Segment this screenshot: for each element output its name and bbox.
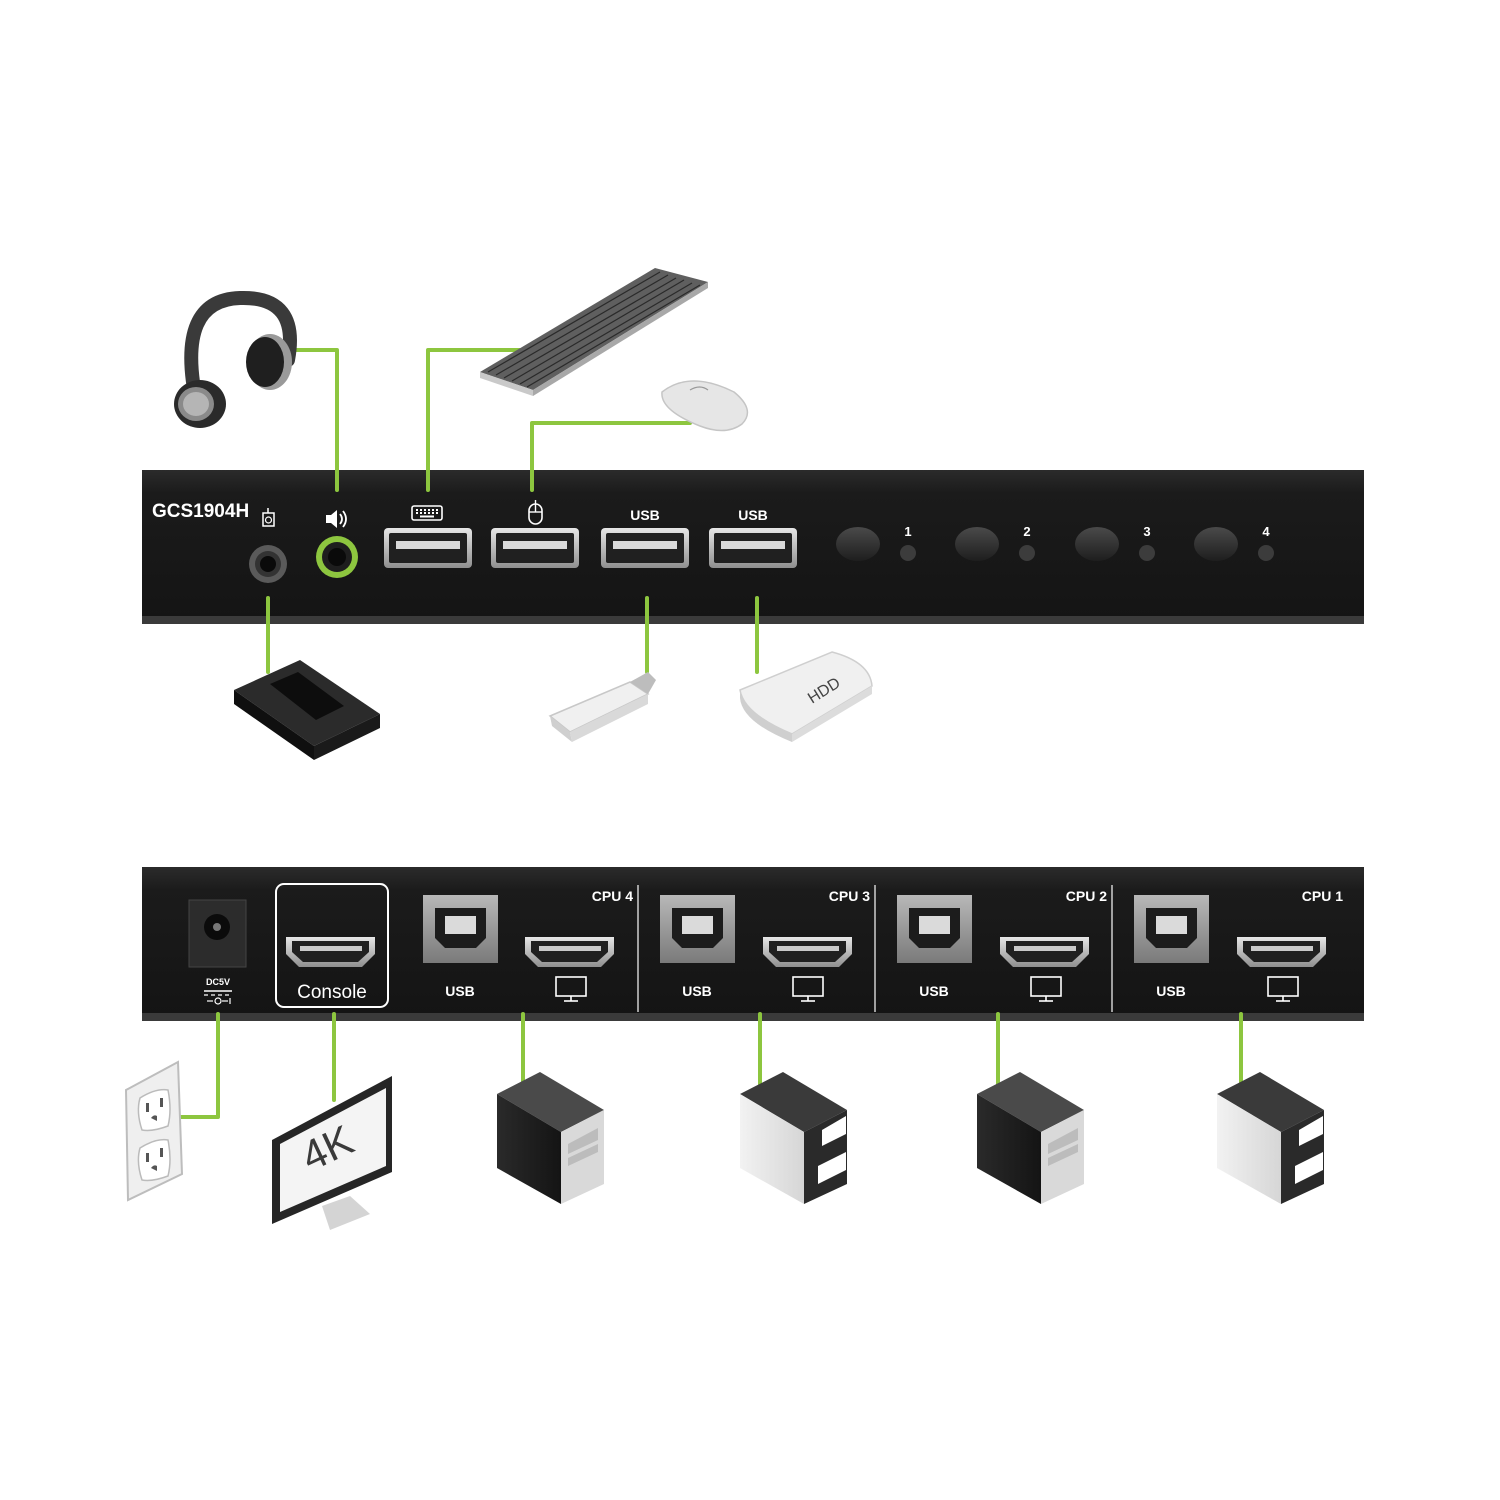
usb-b-port[interactable]	[423, 895, 498, 963]
usb-port-keyboard[interactable]	[384, 528, 472, 568]
speaker-jack[interactable]	[316, 536, 358, 578]
port-led-2	[1019, 545, 1035, 561]
port-button-1[interactable]	[836, 527, 880, 561]
computer-tower-cpu1	[1217, 1072, 1324, 1204]
port-button-3[interactable]	[1075, 527, 1119, 561]
mouse-device-icon	[661, 380, 749, 432]
hdmi-port[interactable]	[525, 937, 614, 967]
cable-mouse	[530, 421, 692, 492]
usb-port-3[interactable]	[601, 528, 689, 568]
hdmi-port[interactable]	[1237, 937, 1326, 967]
usb-label: USB	[1156, 983, 1186, 999]
port-button-2[interactable]	[955, 527, 999, 561]
console-label: Console	[297, 982, 367, 1003]
cable-headphone	[288, 348, 339, 492]
usb-label: USB	[919, 983, 949, 999]
usb-label-3: USB	[630, 507, 660, 523]
computer-tower-cpu2	[977, 1072, 1084, 1204]
hdd-icon: HDD	[739, 651, 873, 742]
cpu-title: CPU 1	[1302, 888, 1343, 904]
usb-port-mouse[interactable]	[491, 528, 579, 568]
cpu-section-4: CPU 4 USB	[423, 888, 633, 1002]
port-led-1	[900, 545, 916, 561]
cpu-section-2: CPU 2 USB	[897, 888, 1107, 1002]
hdmi-port[interactable]	[1000, 937, 1089, 967]
cable-power	[170, 1012, 220, 1119]
front-panel: GCS1904H	[142, 470, 1364, 624]
microphone-icon	[262, 508, 275, 527]
hdmi-port[interactable]	[763, 937, 852, 967]
power-outlet-icon	[124, 1060, 184, 1202]
model-label: GCS1904H	[152, 501, 249, 522]
port-number-4: 4	[1262, 524, 1270, 539]
polarity-icon	[204, 990, 232, 1005]
cpu-section-1: CPU 1 USB	[1134, 888, 1343, 1002]
keyboard-device-icon	[480, 268, 708, 396]
power-jack[interactable]	[188, 899, 247, 968]
microphone-jack[interactable]	[249, 545, 287, 583]
usb-port-4[interactable]	[709, 528, 797, 568]
monitor-icon	[792, 976, 824, 1002]
monitor-icon	[555, 976, 587, 1002]
mouse-icon	[528, 500, 543, 525]
console-section	[275, 883, 389, 1008]
cpu-title: CPU 2	[1066, 888, 1107, 904]
keyboard-icon	[411, 505, 443, 521]
usb-label-4: USB	[738, 507, 768, 523]
usb-b-port[interactable]	[660, 895, 735, 963]
microphone-device-icon	[234, 660, 380, 760]
usb-label: USB	[682, 983, 712, 999]
usb-b-port[interactable]	[1134, 895, 1209, 963]
cable-keyboard	[426, 348, 522, 492]
usb-b-port[interactable]	[897, 895, 972, 963]
port-number-2: 2	[1023, 524, 1030, 539]
computer-tower-cpu4	[497, 1072, 604, 1204]
monitor-icon	[1030, 976, 1062, 1002]
console-hdmi-port[interactable]	[286, 937, 375, 967]
computer-tower-cpu3	[740, 1072, 847, 1204]
monitor-4k-icon: 4K	[272, 1076, 392, 1230]
usb-drive-icon	[548, 672, 656, 742]
cpu-title: CPU 3	[829, 888, 870, 904]
cpu-section-3: CPU 3 USB	[660, 888, 870, 1002]
port-led-4	[1258, 545, 1274, 561]
port-number-1: 1	[904, 524, 911, 539]
port-button-4[interactable]	[1194, 527, 1238, 561]
monitor-icon	[1267, 976, 1299, 1002]
headphone-icon	[174, 290, 297, 428]
usb-label: USB	[445, 983, 475, 999]
rear-panel: DC5V Console CPU 4	[142, 867, 1364, 1021]
speaker-icon	[326, 510, 347, 528]
cpu-title: CPU 4	[592, 888, 633, 904]
port-number-3: 3	[1143, 524, 1150, 539]
power-label: DC5V	[206, 977, 230, 987]
port-led-3	[1139, 545, 1155, 561]
